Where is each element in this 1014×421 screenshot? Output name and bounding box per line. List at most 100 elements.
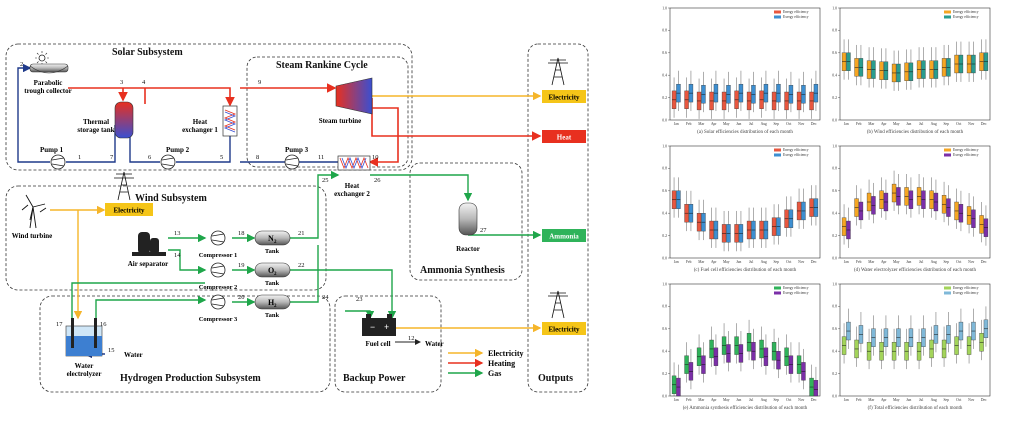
ammonia-synthesis-box xyxy=(409,162,523,281)
heat-output-badge xyxy=(542,130,586,143)
electrolyzer-label-1: Water xyxy=(75,362,94,370)
x-tick-label: Mar xyxy=(698,122,705,126)
x-tick-label: Oct xyxy=(786,260,791,264)
legend-label: Exergy efficiency xyxy=(783,291,809,295)
y-tick-label: 1.0 xyxy=(832,6,837,10)
stream-1-line xyxy=(17,63,50,163)
y-tick-label: 0.4 xyxy=(662,350,667,354)
steam-turbine-icon xyxy=(335,77,373,115)
x-tick-label: Feb xyxy=(856,398,862,402)
stream-7-line xyxy=(66,125,116,163)
x-tick-label: Oct xyxy=(956,260,961,264)
stream-number: 25 xyxy=(322,177,329,184)
y-tick-label: 0.0 xyxy=(832,256,837,260)
x-tick-label: Jun xyxy=(736,260,741,264)
stream-number: 8 xyxy=(256,154,259,161)
x-tick-label: Feb xyxy=(686,122,692,126)
wind-subsystem-title: Wind Subsystem xyxy=(135,193,207,204)
stream-number: 19 xyxy=(238,262,245,269)
stream-number: 6 xyxy=(148,154,152,161)
y-tick-label: 0.0 xyxy=(832,394,837,398)
x-tick-label: Mar xyxy=(698,398,705,402)
y-tick-label: 0.2 xyxy=(662,234,667,238)
h2-tank: H 2 Tank xyxy=(254,294,291,319)
x-tick-label: Aug xyxy=(761,122,767,126)
stream-number: 15 xyxy=(108,347,115,354)
y-tick-label: 0.6 xyxy=(832,51,837,55)
legend-swatch xyxy=(774,10,781,14)
y-tick-label: 0.4 xyxy=(832,350,837,354)
stream-number: 1 xyxy=(78,154,81,161)
x-tick-label: Aug xyxy=(931,398,937,402)
legend-swatch xyxy=(944,291,951,295)
compressor-2-icon xyxy=(210,262,226,278)
x-tick-label: Nov xyxy=(968,398,974,402)
steam-turbine-label: Steam turbine xyxy=(319,117,362,125)
x-tick-label: Mar xyxy=(698,260,705,264)
plot-area xyxy=(669,283,821,397)
x-tick-label: Oct xyxy=(956,398,961,402)
stream-number: 16 xyxy=(100,321,107,328)
wind-electricity-badge xyxy=(105,203,153,216)
x-tick-label: Jul xyxy=(749,122,753,126)
y-tick-label: 0.6 xyxy=(662,51,667,55)
legend-label: Energy efficiency xyxy=(953,10,979,14)
y-tick-label: 0.0 xyxy=(662,394,667,398)
x-tick-label: Jul xyxy=(749,398,753,402)
stream-22-line xyxy=(290,269,397,320)
fuel-cell-icon: − + xyxy=(362,314,396,336)
stream-numbers: 1 2 3 4 5 6 7 8 9 10 11 12 13 14 15 16 1… xyxy=(20,61,487,354)
stream-number: 12 xyxy=(408,335,415,342)
stream-10-line xyxy=(360,107,399,167)
stream-5-line xyxy=(176,135,231,163)
stream-number: 11 xyxy=(318,154,324,161)
legend-swatch xyxy=(944,10,951,14)
compressor-3-label: Compressor 3 xyxy=(199,316,238,323)
pump-3-label: Pump 3 xyxy=(285,146,309,154)
x-tick-label: Nov xyxy=(798,260,804,264)
h2-symbol: H xyxy=(268,298,275,307)
legend-gas: Gas xyxy=(488,369,501,378)
stream-number: 20 xyxy=(238,294,245,301)
stream-number: 17 xyxy=(56,321,63,328)
chart-caption: (d) Water electrolyzer efficiencies dist… xyxy=(854,268,977,273)
x-tick-label: Dec xyxy=(811,260,817,264)
water-inlet-label: Water xyxy=(124,351,143,359)
hx1-label-2: exchanger 1 xyxy=(182,126,218,134)
compressor-1-icon xyxy=(210,230,226,246)
wind-electricity-label: Electricity xyxy=(113,207,145,215)
y-tick-label: 1.0 xyxy=(832,282,837,286)
y-tick-label: 1.0 xyxy=(662,6,667,10)
svg-text:−: − xyxy=(370,322,375,332)
legend-label: Energy efficiency xyxy=(783,148,809,152)
electrolyzer-label-2: electrolyzer xyxy=(67,370,102,378)
plot-area xyxy=(839,7,991,121)
y-tick-label: 0.6 xyxy=(832,189,837,193)
legend-swatch xyxy=(774,286,781,290)
legend-label: Exergy efficiency xyxy=(953,291,979,295)
x-tick-label: Mar xyxy=(868,122,875,126)
x-tick-label: Dec xyxy=(811,122,817,126)
y-tick-label: 1.0 xyxy=(662,144,667,148)
x-tick-label: Feb xyxy=(856,122,862,126)
thermal-label-2: storage tank xyxy=(77,126,114,134)
x-tick-label: Feb xyxy=(686,398,692,402)
steam-rankine-box xyxy=(246,56,409,168)
fuelcell-electricity-badge xyxy=(542,322,586,335)
backup-power-box xyxy=(334,295,442,393)
y-tick-label: 0.6 xyxy=(832,327,837,331)
o2-tank-label: Tank xyxy=(265,280,280,287)
stream-number: 4 xyxy=(142,79,146,86)
x-tick-label: Jun xyxy=(906,260,911,264)
legend-swatch xyxy=(944,286,951,290)
x-tick-label: Dec xyxy=(811,398,817,402)
sun-icon xyxy=(35,51,49,65)
chart-caption: (a) Solar efficiencies distribution of e… xyxy=(697,130,793,135)
pump-3-icon xyxy=(284,154,300,170)
x-tick-label: Mar xyxy=(868,260,875,264)
heat-exchanger-2-icon xyxy=(337,155,371,171)
